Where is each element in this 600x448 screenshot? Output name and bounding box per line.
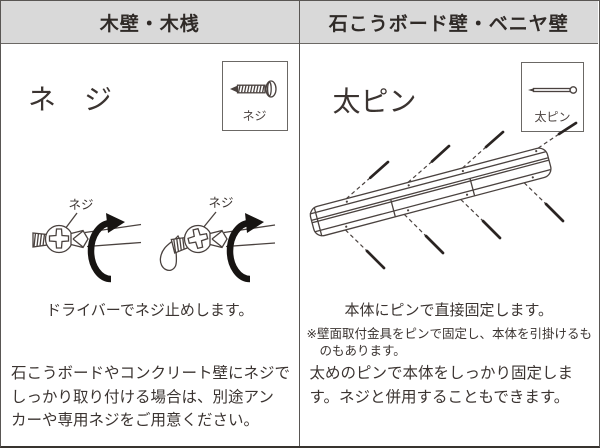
- text-line: のもあります。: [319, 344, 406, 358]
- screw-label: ネ ジ: [28, 84, 113, 115]
- bottom-pins: [344, 182, 564, 270]
- pin-note: ※壁面取付金具をピンで固定し、本体を引掛けるも のもあります。: [307, 326, 597, 360]
- rotation-arrow: [87, 213, 125, 283]
- screw-icon-box: ネジ: [221, 61, 288, 131]
- rail-pin-illustration: [309, 121, 577, 270]
- text-line: カーや専用ネジをご用意ください。: [11, 412, 260, 429]
- screwdriver-drawing: [70, 223, 142, 249]
- screw-icon: [229, 80, 277, 98]
- text-line: す。ネジと併用することもできます。: [309, 388, 570, 406]
- plasterboard-wall-footer-text: 太めのピンで本体をしっかり固定しま す。ネジと併用することもできます。: [310, 362, 595, 409]
- pin-icon-box: 太ピン: [521, 62, 584, 132]
- rail-drawing: [309, 147, 552, 237]
- screw-driver-illustration: ネジ: [32, 198, 142, 283]
- screw-caption: ドライバーでネジ止めします。: [46, 302, 254, 319]
- screw-drawing: [170, 224, 213, 254]
- plasterboard-wall-column: 石こうボード壁・ベニヤ壁 太ピン 太ピン: [299, 1, 599, 446]
- text-line: 石こうボードやコンクリート壁にネジで: [11, 365, 291, 382]
- screw-hook-driver-illustration: ネジ: [159, 196, 276, 283]
- callout-leader-line: [64, 212, 78, 230]
- wood-wall-footer-text: 石こうボードやコンクリート壁にネジで しっかり取り付ける場合は、別途アン カーや…: [11, 362, 295, 433]
- screw-icon-caption: ネジ: [242, 109, 267, 123]
- screw-drawing: [32, 224, 74, 254]
- top-pins: [345, 121, 577, 200]
- wood-wall-column: 木壁・木桟 ネ ジ ネジ: [1, 1, 300, 446]
- plasterboard-wall-content: 太ピン 太ピン: [300, 44, 599, 445]
- wood-wall-header: 木壁・木桟: [1, 1, 299, 44]
- text-line: ※壁面取付金具をピンで固定し、本体を引掛けるも: [306, 327, 592, 341]
- pin-caption: 本体にピンで直接固定します。: [344, 302, 553, 319]
- text-line: 太めのピンで本体をしっかり固定しま: [309, 365, 574, 382]
- pin-icon-caption: 太ピン: [534, 110, 571, 124]
- plasterboard-wall-header: 石こうボード壁・ベニヤ壁: [299, 1, 598, 44]
- callout-leader-line: [202, 211, 217, 229]
- rotation-arrow: [226, 213, 264, 283]
- pin-label: 太ピン: [332, 86, 417, 117]
- pin-icon: [527, 86, 577, 94]
- text-line: しっかり取り付ける場合は、別途アン: [11, 388, 274, 406]
- screw-callout-label: ネジ: [208, 196, 233, 210]
- screw-callout-label: ネジ: [68, 198, 93, 212]
- wood-wall-content: ネ ジ ネジ: [1, 44, 299, 445]
